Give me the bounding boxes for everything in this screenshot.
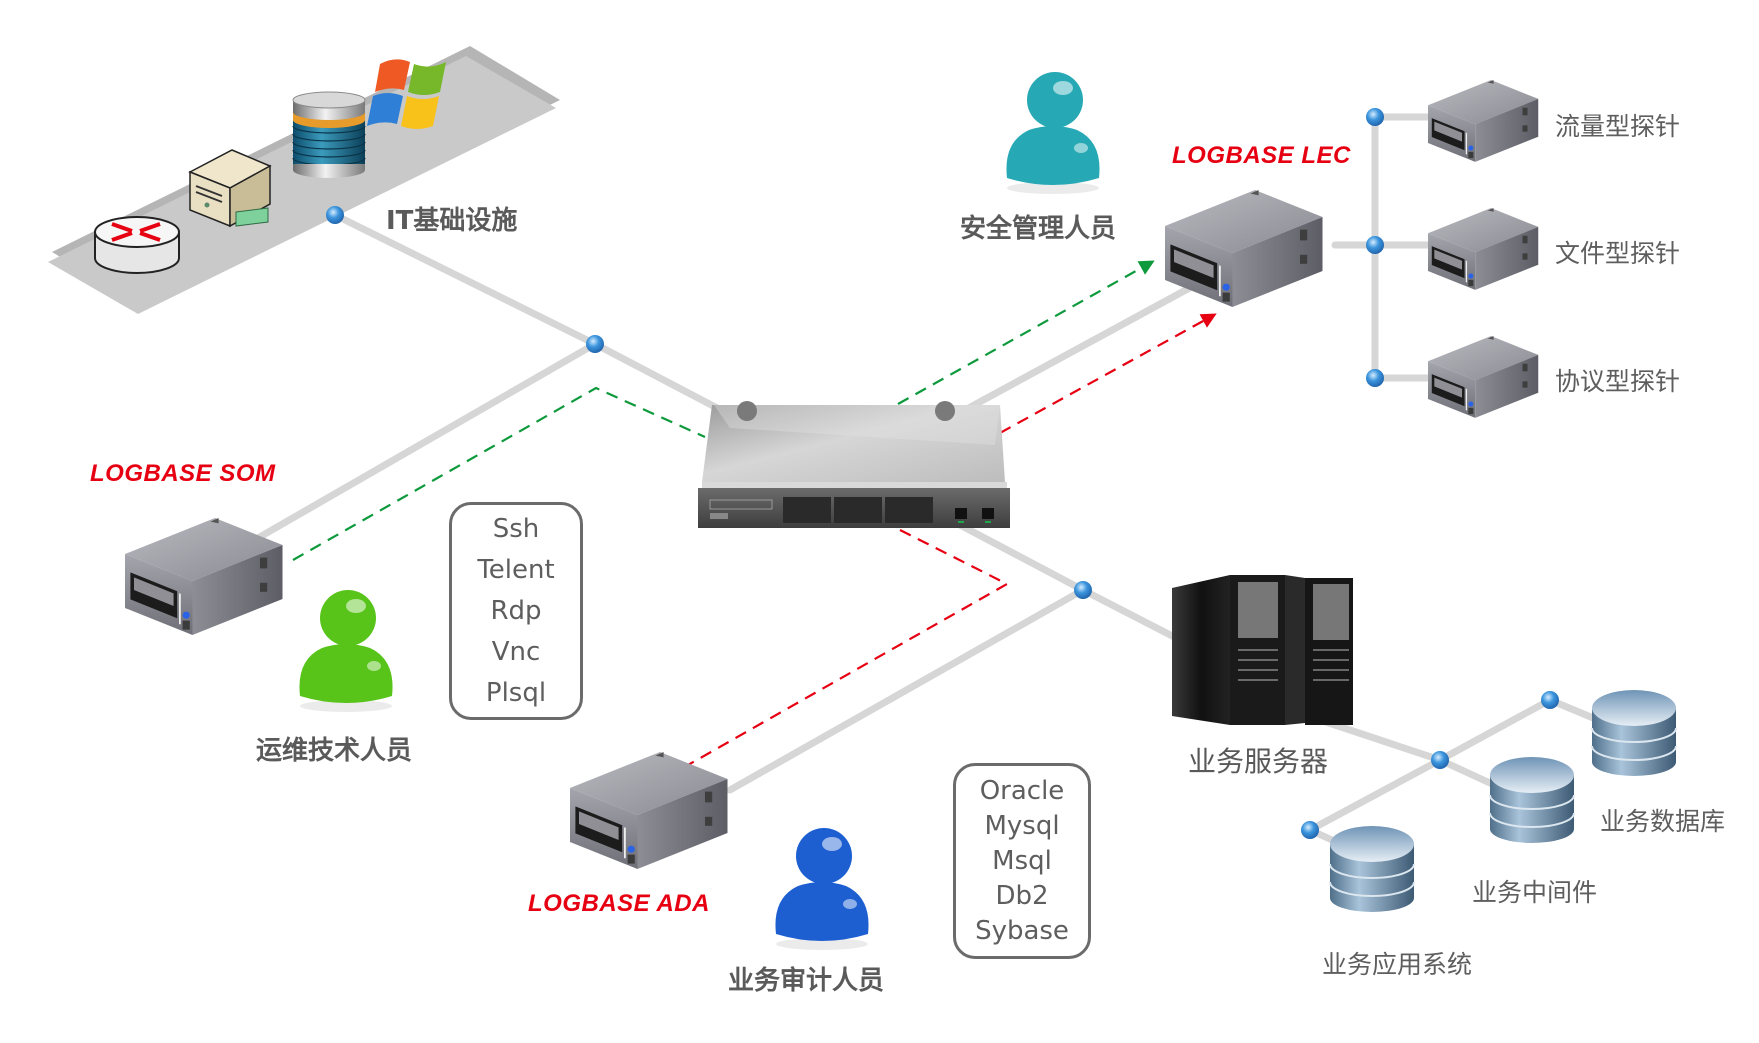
link-db-junction-to-app [1306,756,1444,834]
data-flows [292,260,1217,766]
business-auditor-avatar-icon [775,828,869,950]
flow-switch-to-ada-red [687,529,1010,766]
windows-logo-icon [367,59,446,129]
business-servers-label: 业务服务器 [1188,745,1329,778]
junction-node-probe-2 [1366,236,1384,254]
junction-node-app [1301,821,1319,839]
central-switch[interactable] [698,401,1010,528]
link-server-junction-to-servers [1079,586,1184,644]
probe-label-file: 文件型探针 [1555,239,1681,268]
flow-switch-to-lec-green [897,260,1155,405]
link-infra-to-junction [331,211,599,348]
business-database-icon[interactable] [1591,689,1677,777]
junction-node-servers [1074,581,1092,599]
ops-protocol-item: Rdp [490,595,542,626]
business-auditor-label: 业务审计人员 [728,966,885,996]
link-db-junction-to-db [1436,696,1554,764]
probe-label-protocol: 协议型探针 [1555,367,1681,396]
db-protocol-item: Msql [992,845,1052,876]
probe-appliance-1[interactable] [1428,80,1539,162]
link-junction-to-som [254,340,599,542]
db-protocol-item: Db2 [995,880,1049,911]
it-infrastructure-platform: SVG [48,46,560,314]
link-switch-to-lec [961,281,1199,414]
business-middleware-icon[interactable] [1489,756,1575,844]
business-app-system-label: 业务应用系统 [1322,950,1473,979]
desktop-server-icon: SVG [188,149,272,228]
junction-node-probe-3 [1366,369,1384,387]
link-server-junction-to-ada [726,586,1087,794]
db-protocol-list: Oracle Mysql Msql Db2 Sybase [953,763,1091,959]
junction-node-db-hub [1431,751,1449,769]
switch-ports [783,497,933,523]
infrastructure-label: IT基础设施 [386,206,518,236]
security-admin-label: 安全管理人员 [960,214,1117,244]
junction-node-db [1541,691,1559,709]
probe-appliance-3[interactable] [1428,336,1539,418]
ops-protocol-item: Plsql [485,677,547,708]
probe-appliance-2[interactable] [1428,208,1539,290]
storage-disk-icon [292,91,366,178]
ops-protocol-item: Vnc [491,636,541,667]
probe-label-traffic: 流量型探针 [1555,112,1681,141]
ops-protocol-list: Ssh Telent Rdp Vnc Plsql [449,502,583,720]
flow-switch-to-lec-red [999,313,1217,434]
ops-protocol-item: Ssh [492,513,540,544]
junction-node-left [586,335,604,353]
ops-protocol-item: Telent [477,554,555,585]
db-protocol-item: Oracle [979,775,1065,806]
ops-engineer-avatar-icon [299,590,393,712]
business-app-system-icon[interactable] [1329,825,1415,913]
link-servers-to-db-junction [1316,716,1444,764]
junction-nodes [326,108,1559,839]
ada-brand-label: LOGBASE ADA [528,890,710,917]
flow-som-to-switch-green [292,386,706,561]
business-database-label: 业务数据库 [1600,807,1726,836]
lec-brand-label: LOGBASE LEC [1172,142,1351,169]
business-servers-icon[interactable] [1172,575,1353,725]
som-brand-label: LOGBASE SOM [90,460,276,487]
business-middleware-label: 业务中间件 [1472,878,1598,907]
db-protocol-item: Sybase [975,915,1069,946]
ops-engineer-label: 运维技术人员 [256,736,413,766]
link-switch-to-server-junction [956,521,1087,594]
junction-node-infra [326,206,344,224]
junction-node-probe-1 [1366,108,1384,126]
router-icon [94,216,180,274]
db-protocol-item: Mysql [984,810,1060,841]
security-admin-avatar-icon [1006,72,1100,194]
ada-appliance[interactable] [570,752,728,869]
